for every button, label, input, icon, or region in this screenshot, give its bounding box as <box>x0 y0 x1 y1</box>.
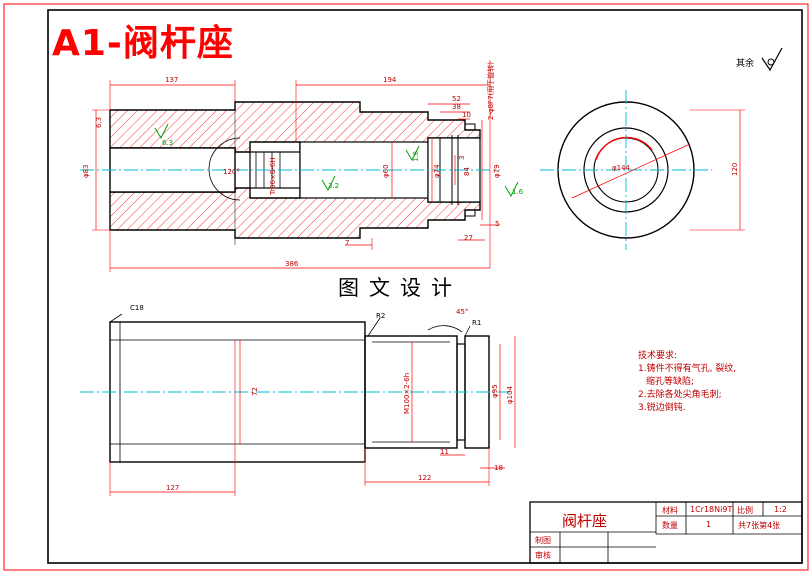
dim-127: 127 <box>166 484 179 492</box>
notes-line-4: 3.锐边倒钝. <box>638 403 686 413</box>
title-block-material-value: 1Cr18Ni9Ti <box>690 505 735 514</box>
dim-45deg: 45° <box>456 308 468 316</box>
dim-1-6: 1.6 <box>412 150 420 162</box>
notes-heading: 技术要求: <box>638 351 678 361</box>
dim-r1: R1 <box>472 319 481 327</box>
dim-84: 84 <box>463 167 471 176</box>
notes-line-3: 2.去除各处尖角毛刺; <box>638 390 722 400</box>
dim-phi-83: φ83 <box>82 164 90 178</box>
dim-27: 27 <box>464 234 473 242</box>
dim-194: 194 <box>383 76 397 84</box>
dim-6-3: 6.3 <box>95 117 103 128</box>
title-block <box>529 501 803 564</box>
outer-view <box>80 313 516 496</box>
dim-phi-104: φ104 <box>506 385 514 404</box>
technical-requirements: 技术要求: 1.铸件不得有气孔, 裂纹, 缩孔等缺陷; 2.去除各处尖角毛刺; … <box>638 350 736 415</box>
title-block-qty-label: 数量 <box>662 521 678 530</box>
title-block-sheet: 共7张第4张 <box>738 521 781 530</box>
dim-roughness-6-3: 6.3 <box>162 139 173 147</box>
dim-11: 11 <box>440 448 449 456</box>
dim-72: 72 <box>251 387 259 396</box>
dim-5: 5 <box>495 220 499 228</box>
dim-120deg: 120° <box>223 168 240 176</box>
middle-bore <box>299 141 429 199</box>
dim-roughness-1-6: 1.6 <box>512 188 524 196</box>
watermark-text: 图文设计 <box>338 276 462 300</box>
dim-18: 18 <box>494 464 503 472</box>
dim-c18: C18 <box>130 304 144 312</box>
end-view <box>540 90 745 250</box>
dim-thread-out: M100×2-6h <box>403 373 411 414</box>
dim-10: 10 <box>462 111 471 119</box>
drawing-title: A1-阀杆座 <box>52 23 234 64</box>
dim-phi-79: φ79 <box>493 164 501 178</box>
dim-122: 122 <box>418 474 431 482</box>
inner-border <box>47 9 803 564</box>
outer-border <box>3 3 809 571</box>
title-block-checked-label: 审核 <box>535 551 551 560</box>
dim-386: 386 <box>285 260 299 268</box>
notes-line-2: 缩孔等缺陷; <box>646 377 695 387</box>
roughness-note: 其余 <box>736 59 755 69</box>
dim-7: 7 <box>345 239 349 247</box>
dim-3-2: 3.2 <box>328 182 339 190</box>
dim-phi-74: φ74 <box>433 164 441 178</box>
dim-phi-144: φ144 <box>612 164 631 172</box>
dim-3: 3 <box>458 156 466 160</box>
title-block-qty-value: 1 <box>706 520 712 529</box>
title-block-scale-label: 比例 <box>737 506 753 515</box>
dim-phi-60: φ60 <box>382 164 390 178</box>
dim-thread-in: Tr56×8-6H <box>269 157 277 196</box>
dim-r2: R2 <box>376 312 385 320</box>
dim-120: 120 <box>731 163 739 176</box>
dim-137: 137 <box>165 76 178 84</box>
dim-phi-95: φ95 <box>491 384 499 398</box>
section-view <box>80 47 783 272</box>
notes-line-1: 1.铸件不得有气孔, 裂纹, <box>638 364 737 374</box>
title-block-drawn-label: 制图 <box>535 536 551 545</box>
dim-38: 38 <box>452 103 461 111</box>
title-block-scale-value: 1:2 <box>774 505 787 514</box>
title-block-material-label: 材料 <box>662 506 678 515</box>
dim-52: 52 <box>452 95 461 103</box>
dim-thread-note: 2-φ8F7(用于旋转) <box>486 62 495 120</box>
title-block-part-name: 阀杆座 <box>562 512 608 530</box>
